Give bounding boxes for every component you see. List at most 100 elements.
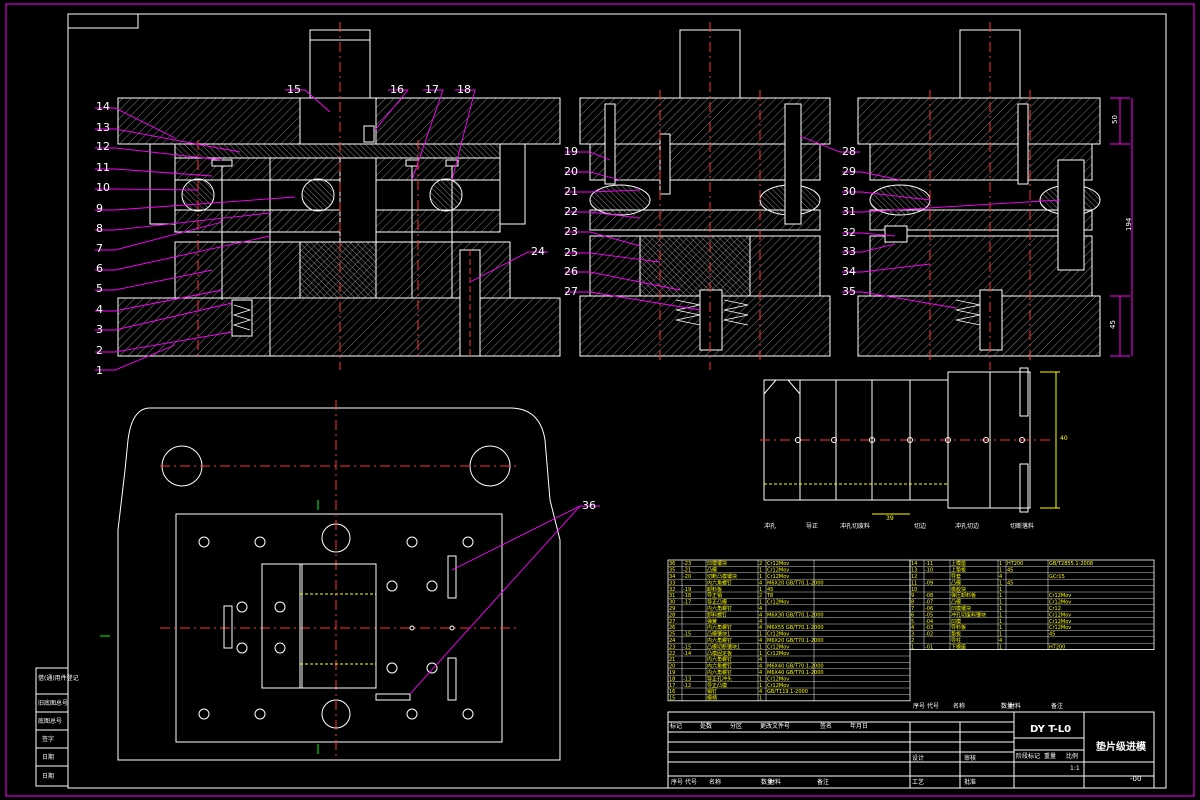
bom-right-cell: 1 — [999, 606, 1002, 612]
strip-caption-4: 切边 — [914, 522, 926, 530]
bom-left-cell: 4 — [759, 638, 762, 644]
change-row-label: 更改文件号 — [760, 722, 790, 730]
bom-left-cell: 27 — [669, 619, 675, 625]
part-label: 25 — [564, 246, 578, 259]
bom-left-cell: 卸料板 — [707, 586, 722, 593]
title-block: DY T-L0 垫片级进模 -00 1:1 设计 审核 工艺 批准 阶段标记 重… — [667, 711, 1155, 789]
bom-right-cell: 6 — [911, 612, 914, 618]
side-cell: 底图总号 — [38, 717, 62, 725]
dim-40: 40 — [1060, 435, 1068, 442]
bom-left-cell: 24 — [669, 638, 675, 644]
bom-right-cell: 导柱 — [951, 637, 961, 644]
bom-left-cell: 21 — [669, 657, 675, 663]
part-label: 20 — [564, 165, 578, 178]
bom-right-cell: -06 — [925, 606, 933, 612]
bom-right-cell: 1 — [999, 561, 1002, 567]
bom-left-cell: Cr12Mov — [767, 600, 789, 606]
bom-right-cell: 14 — [911, 561, 917, 567]
bom-right-cell: 45 — [1049, 632, 1055, 638]
bom-left-cell: 导正凸模 — [707, 599, 727, 606]
dim-50: 50 — [1111, 115, 1119, 124]
part-label: 17 — [425, 83, 439, 96]
part-label: 14 — [96, 100, 110, 113]
bom-left-cell: 4 — [759, 664, 762, 670]
bom-left-cell: Cr12Mov — [767, 644, 789, 650]
strip-caption-5: 冲孔切边 — [955, 522, 979, 530]
bom-left-cell: 4 — [759, 619, 762, 625]
part-label: 1 — [96, 364, 103, 377]
bom-right-cell: -02 — [925, 632, 933, 638]
bom-left-cell: 1 — [759, 587, 762, 593]
bom-right-cell: 1 — [999, 593, 1002, 599]
bom-left-cell: -15 — [683, 632, 691, 638]
change-row-label: 年月日 — [850, 722, 868, 730]
drawing-code: DY T-L0 — [1030, 724, 1071, 735]
bom-right-cell: 8 — [911, 600, 914, 606]
part-number-labels: 1 2 3 4 5 6 7 8 9 10 11 12 13 14 15 16 1… — [96, 83, 856, 512]
bom-right-cell: 7 — [911, 606, 914, 612]
leader-lines — [95, 89, 1061, 695]
bom-left-cell: -14 — [683, 651, 691, 657]
bom-left-cell: 1 — [759, 644, 762, 650]
part-label: 36 — [582, 499, 596, 512]
bom-right-cell: 凸模 — [951, 599, 961, 606]
bom-right-cell: 9 — [911, 593, 914, 599]
part-label: 22 — [564, 205, 578, 218]
dim-45: 45 — [1109, 320, 1117, 329]
bom-left-cell: M6X20 GB/T70.1-2000 — [767, 580, 824, 586]
bom-right-cell: Cr12Mov — [1049, 625, 1071, 631]
bom-left-cell: 凹模镶块 — [707, 560, 727, 567]
bom-right-header: 数量 — [1001, 702, 1013, 710]
part-label: 30 — [842, 185, 856, 198]
drawing-number: -00 — [1130, 775, 1141, 783]
bom-right-cell: 1 — [999, 619, 1002, 625]
bom-right-cell: -01 — [925, 644, 933, 650]
bom-left-cell: 33 — [669, 580, 675, 586]
bom-left-cell: 4 — [759, 689, 762, 695]
part-label: 8 — [96, 222, 103, 235]
bom-right-cell: 凸模 — [951, 579, 961, 586]
bom-left-cell: 36 — [669, 561, 675, 567]
part-label: 7 — [96, 242, 103, 255]
dim-39: 39 — [886, 515, 894, 522]
second-section-view — [579, 22, 831, 370]
side-cell: 借(通)用件登记 — [38, 674, 79, 682]
bom-right-cell: -11 — [925, 561, 933, 567]
side-cell: 旧底图总号 — [38, 699, 68, 707]
bom-left-cell: 17 — [669, 683, 675, 689]
bom-left-cell: GB/T119.1-2000 — [767, 689, 808, 695]
part-label: 3 — [96, 323, 103, 336]
side-cell: 日期 — [42, 772, 54, 780]
bom-left-header: 备注 — [817, 778, 829, 786]
bom-left-cell: 32 — [669, 587, 675, 593]
bom-right-cell: 冲孔切废料镶块 — [951, 611, 986, 618]
bom-left-cell: 弹簧 — [707, 618, 717, 625]
bom-right-cell: 3 — [911, 632, 914, 638]
bom-right-cell: 45 — [1007, 568, 1013, 574]
bom-left-cell: -19 — [683, 587, 691, 593]
bom-right-cell: 1 — [999, 587, 1002, 593]
bom-left-header: 序号 — [671, 778, 683, 786]
bom-left-cell: 4 — [759, 612, 762, 618]
bom-right-header: 代号 — [927, 702, 939, 710]
bom-right-cell: 4 — [911, 625, 914, 631]
bom-left-cell: 16 — [669, 689, 675, 695]
bom-left-cell: 内六角螺钉 — [707, 624, 732, 631]
bom-right-cell: 1 — [999, 625, 1002, 631]
bom-left-cell: 内六角螺钉 — [707, 663, 732, 670]
bom-left-cell: 切断凸模镶块 — [707, 573, 737, 580]
bom-left-cell: 1 — [759, 600, 762, 606]
bom-right-cell: 13 — [911, 568, 917, 574]
bom-left-cell: 模柄 — [707, 695, 717, 702]
bom-left-cell: 2 — [759, 593, 762, 599]
bom-right-cell: -08 — [925, 593, 933, 599]
upper-backing-plate — [174, 143, 501, 159]
part-label: 4 — [96, 303, 103, 316]
bom-left-cell: -20 — [683, 574, 691, 580]
bom-right-cell: 上垫板 — [951, 567, 966, 574]
bom-left-header: 数量 — [761, 778, 773, 786]
sheet-border — [5, 3, 1195, 797]
bom-right-cell: 上模座 — [951, 560, 966, 567]
bom-left-cell: -17 — [683, 600, 691, 606]
